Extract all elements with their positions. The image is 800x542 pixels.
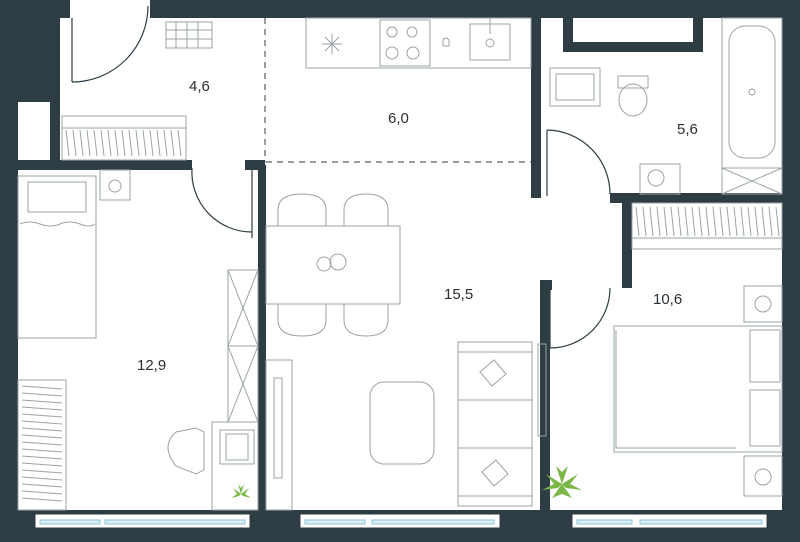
room-area-bedroom-left: 12,9 xyxy=(137,357,166,374)
kitchen-furniture xyxy=(305,17,532,69)
room-area-bathroom: 5,6 xyxy=(677,121,698,138)
hallway-furniture xyxy=(61,21,213,161)
area-labels: 4,6 6,0 5,6 12,9 15,5 10,6 xyxy=(137,78,698,374)
windows xyxy=(34,513,768,529)
bathroom-furniture xyxy=(549,17,783,195)
living-furniture xyxy=(265,193,547,511)
bedroom-right-furniture xyxy=(542,202,783,498)
room-area-living: 15,5 xyxy=(444,286,473,303)
bedroom-left-furniture xyxy=(17,169,259,511)
room-area-bedroom-right: 10,6 xyxy=(653,291,682,308)
room-area-hallway: 4,6 xyxy=(189,78,210,95)
room-area-kitchen: 6,0 xyxy=(388,110,409,127)
doors xyxy=(71,5,611,349)
